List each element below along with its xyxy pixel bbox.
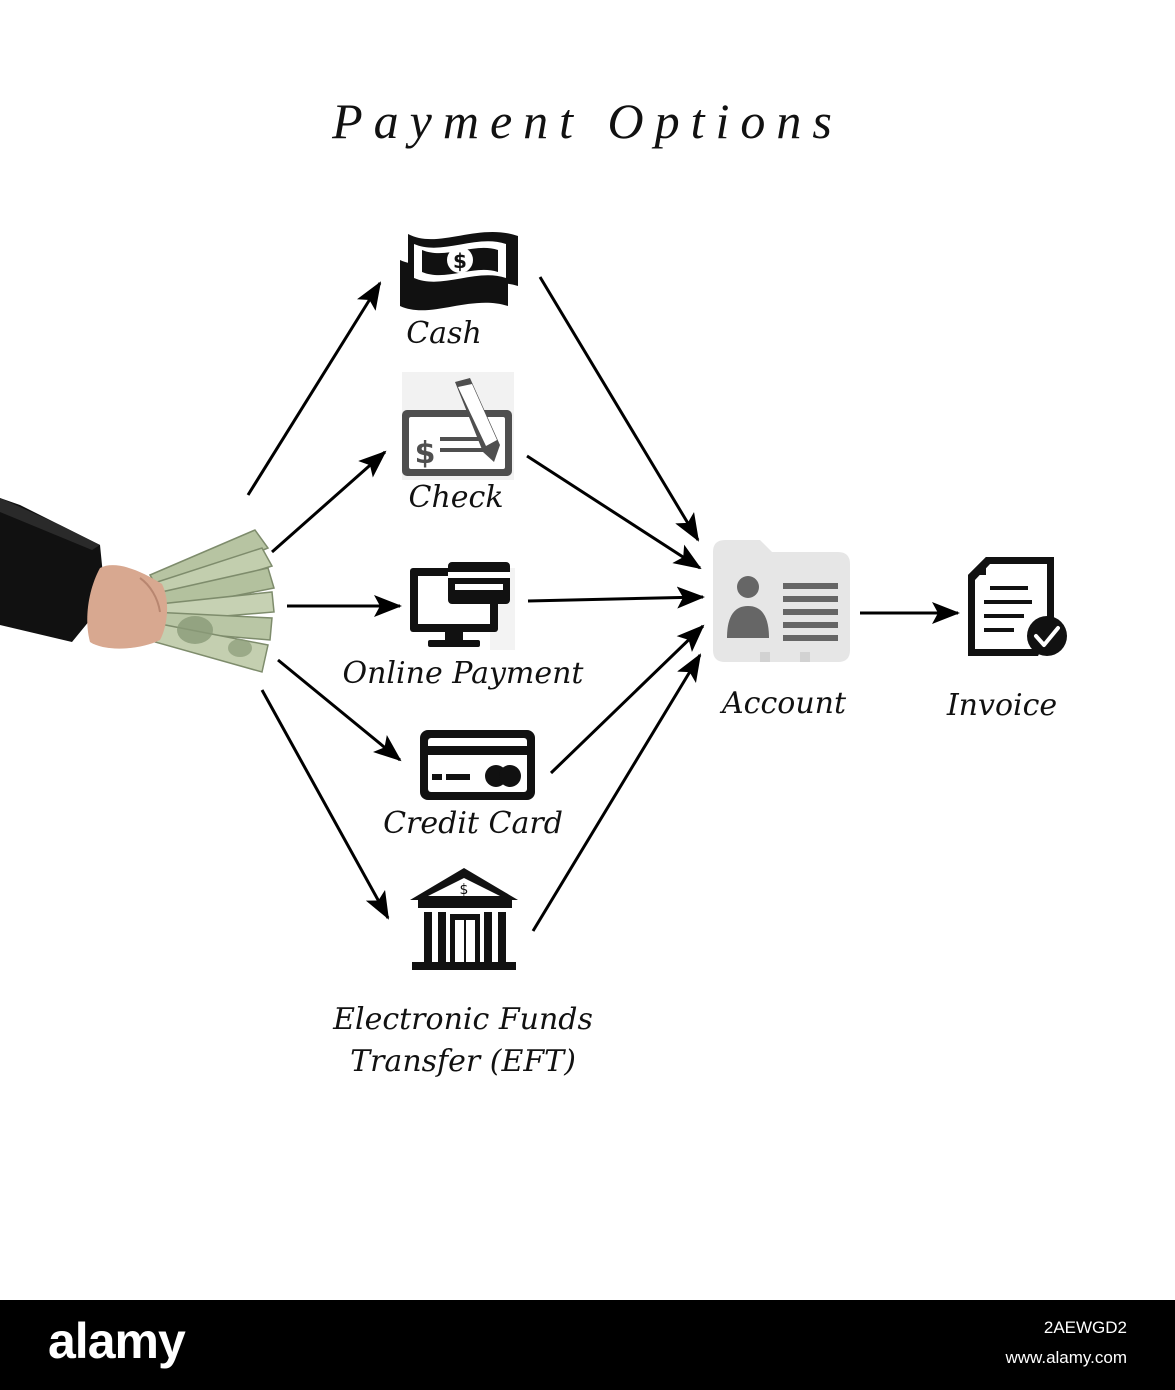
arrow-to-check bbox=[271, 450, 387, 554]
watermark-footer: alamy 2AEWGD2 www.alamy.com bbox=[0, 1300, 1175, 1390]
label-cash: Cash bbox=[406, 316, 482, 351]
account-folder-icon bbox=[713, 540, 850, 662]
arrow-eft-to-account bbox=[531, 653, 702, 932]
arrow-to-eft bbox=[260, 689, 390, 920]
footer-url: www.alamy.com bbox=[1005, 1348, 1127, 1367]
arrows-options-to-account bbox=[526, 276, 705, 932]
svg-text:$: $ bbox=[415, 436, 436, 471]
label-eft-line2: Transfer (EFT) bbox=[350, 1044, 576, 1079]
arrow-to-cash bbox=[246, 281, 382, 496]
check-pen-icon: $ bbox=[402, 372, 514, 480]
footer-image-id: 2AEWGD2 bbox=[1043, 1318, 1127, 1337]
label-check: Check bbox=[408, 480, 504, 515]
label-invoice: Invoice bbox=[946, 688, 1058, 723]
arrow-credit-to-account bbox=[549, 624, 705, 775]
credit-card-icon bbox=[420, 730, 535, 800]
arrows-source-to-options bbox=[246, 281, 402, 920]
arrow-to-credit-card bbox=[277, 658, 402, 762]
arrow-cash-to-account bbox=[538, 276, 700, 542]
label-eft-line1: Electronic Funds bbox=[333, 1002, 593, 1037]
label-online-payment: Online Payment bbox=[342, 656, 584, 691]
bank-icon bbox=[410, 868, 518, 970]
arrow-online-to-account bbox=[527, 586, 705, 609]
arrow-check-to-account bbox=[526, 454, 702, 570]
computer-card-icon bbox=[410, 562, 515, 650]
diagram-title: Payment Options bbox=[332, 93, 843, 149]
bank-dollar-symbol: $ bbox=[460, 882, 469, 898]
banknote-icon: $ bbox=[400, 231, 518, 311]
svg-text:$: $ bbox=[453, 249, 467, 273]
footer-brand-logo: alamy bbox=[48, 1313, 186, 1369]
label-credit-card: Credit Card bbox=[383, 806, 563, 841]
banknotes-fan bbox=[146, 529, 275, 673]
diagram-graphics: $ $ bbox=[0, 231, 1067, 970]
hand-holding-money-icon bbox=[0, 498, 275, 673]
invoice-check-icon bbox=[968, 557, 1067, 656]
label-account: Account bbox=[721, 686, 847, 721]
